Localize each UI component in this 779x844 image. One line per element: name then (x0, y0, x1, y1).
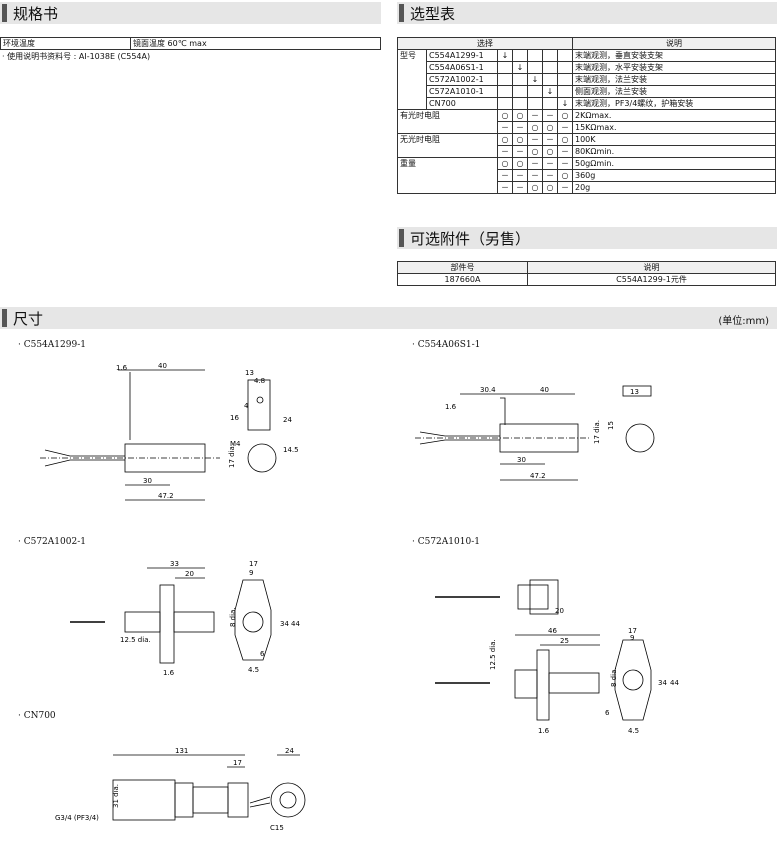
table-row: 重量○○－－－50gΩmin. (397, 157, 776, 194)
svg-text:13: 13 (245, 369, 254, 377)
svg-text:131: 131 (175, 747, 188, 755)
svg-text:13: 13 (630, 388, 639, 396)
dim-label-c572a1010: · C572A1010-1 (412, 537, 480, 547)
svg-text:47.2: 47.2 (158, 492, 174, 500)
svg-text:1.6: 1.6 (445, 403, 457, 411)
svg-text:34: 34 (280, 620, 289, 628)
dimensions-title: 尺寸 (13, 310, 44, 328)
table-row: CN700↓末端观测，PF3/4螺纹，护箱安装 (398, 97, 776, 110)
dim-label-c554a1299: · C554A1299-1 (18, 340, 86, 350)
svg-text:8 dia.: 8 dia. (229, 607, 237, 627)
svg-text:6: 6 (605, 709, 610, 717)
svg-text:17: 17 (628, 627, 637, 635)
spec-header: 规格书 (0, 2, 381, 24)
svg-text:15: 15 (607, 421, 615, 430)
table-row: －－○○－80KΩmin. (398, 145, 776, 158)
svg-text:16: 16 (230, 414, 239, 422)
svg-text:47.2: 47.2 (530, 472, 546, 480)
svg-text:12.5 dia.: 12.5 dia. (120, 636, 151, 644)
drawing-c554a06s1: 30.4 40 1.6 30 47.2 17 dia. 15 13 (415, 385, 655, 481)
svg-text:G3/4 (PF3/4): G3/4 (PF3/4) (55, 814, 99, 822)
svg-text:4.5: 4.5 (248, 666, 259, 674)
table-row: C554A06S1-1↓末端观测，水平安装支架 (398, 61, 776, 74)
dimensions-header: 尺寸 (0, 307, 777, 329)
svg-text:31 dia.: 31 dia. (112, 784, 120, 808)
drawing-c572a1002: 33 20 12.5 dia. 8 dia. 1.6 17 9 34 44 6 … (70, 560, 300, 677)
svg-text:25: 25 (560, 637, 569, 645)
svg-text:9: 9 (630, 634, 634, 642)
svg-text:4.5: 4.5 (628, 727, 639, 735)
svg-text:C15: C15 (270, 824, 284, 832)
selection-header: 选型表 (397, 2, 777, 24)
svg-text:40: 40 (540, 386, 549, 394)
svg-text:20: 20 (185, 570, 194, 578)
svg-text:46: 46 (548, 627, 557, 635)
svg-text:8 dia.: 8 dia. (610, 667, 618, 687)
spec-note: · 使用说明书资料号 : AI-1038E (C554A) (2, 52, 151, 61)
drawing-c572a1010: 20 46 25 12.5 dia. 8 dia. 1.6 17 9 34 44… (435, 579, 679, 735)
svg-text:30: 30 (143, 477, 152, 485)
accessory-title: 可选附件（另售） (410, 230, 531, 248)
svg-text:4: 4 (244, 402, 249, 410)
svg-text:1.6: 1.6 (163, 669, 175, 677)
svg-text:6: 6 (260, 650, 265, 658)
table-row: 环境温度镜面温度 60℃ max (0, 37, 381, 50)
svg-text:44: 44 (291, 620, 300, 628)
spec-table: 环境温度镜面温度 60℃ max (0, 37, 381, 50)
svg-text:34: 34 (658, 679, 667, 687)
svg-text:20: 20 (555, 607, 564, 615)
spec-title: 规格书 (13, 5, 59, 23)
drawing-c554a1299: 40 1.6 30 47.2 17 dia. 13 4.8 16 4 24 M4… (40, 362, 299, 501)
drawing-cn700: 131 17 24 G3/4 (PF3/4) 31 dia. C15 (55, 747, 306, 832)
svg-text:24: 24 (283, 416, 292, 424)
svg-text:12.5 dia.: 12.5 dia. (489, 639, 497, 670)
svg-text:M4: M4 (230, 440, 241, 448)
svg-text:17 dia.: 17 dia. (228, 444, 236, 468)
svg-text:1.6: 1.6 (538, 727, 550, 735)
table-row: C572A1002-1↓末端观测，法兰安装 (398, 73, 776, 86)
svg-text:17: 17 (233, 759, 242, 767)
dim-label-cn700: · CN700 (18, 711, 56, 721)
dim-label-c572a1002: · C572A1002-1 (18, 537, 86, 547)
svg-text:4.8: 4.8 (254, 377, 265, 385)
dim-label-c554a06s1: · C554A06S1-1 (412, 340, 481, 350)
svg-text:24: 24 (285, 747, 294, 755)
svg-text:40: 40 (158, 362, 167, 370)
unit-label: (单位:mm) (718, 316, 769, 327)
svg-text:30.4: 30.4 (480, 386, 496, 394)
svg-text:17 dia.: 17 dia. (593, 420, 601, 444)
svg-text:17: 17 (249, 560, 258, 568)
svg-text:9: 9 (249, 569, 253, 577)
svg-text:44: 44 (670, 679, 679, 687)
table-row: 有光时电阻○○－－○2KΩmax. (397, 109, 776, 134)
svg-text:14.5: 14.5 (283, 446, 299, 454)
table-row: 无光时电阻○○－－○100K (397, 133, 776, 158)
accessory-header: 可选附件（另售） (397, 227, 777, 249)
selection-title: 选型表 (410, 5, 456, 23)
table-row: －－○○－20g (398, 181, 776, 194)
table-row: C572A1010-1↓侧面观测，法兰安装 (398, 85, 776, 98)
svg-text:30: 30 (517, 456, 526, 464)
svg-text:1.6: 1.6 (116, 364, 128, 372)
svg-text:33: 33 (170, 560, 179, 568)
